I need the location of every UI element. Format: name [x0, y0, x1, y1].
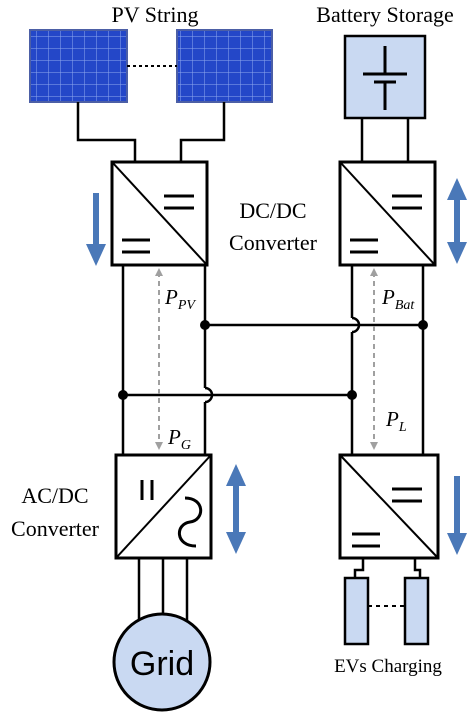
pv-string-label: PV String	[111, 2, 198, 27]
dc-dc-converter-icon	[350, 194, 422, 254]
arrow-updown-icon	[447, 178, 467, 264]
p-pv-label: PPV	[164, 285, 196, 313]
ac-dc-converter	[114, 453, 213, 560]
ac-dc-converter-icon	[140, 480, 203, 548]
ev-battery	[343, 576, 370, 646]
acdc-converter-label-line1: AC/DC	[21, 483, 88, 508]
dcdc-converter-label-line1: DC/DC	[239, 198, 306, 223]
dcdc-converter-label-line2: Converter	[229, 230, 318, 255]
p-g-label: PG	[167, 425, 191, 453]
dc-dc-converter-icon	[352, 487, 422, 548]
solar-panel-icon	[29, 29, 128, 103]
dc-dc-converter-pv	[110, 160, 209, 267]
arrow-down-icon	[447, 476, 467, 555]
ev-battery	[403, 576, 430, 646]
bus-interconnect	[123, 323, 423, 397]
grid-source: Grid	[112, 612, 212, 712]
blue-flow-arrows	[86, 178, 467, 555]
power-flow-arrows	[155, 268, 378, 450]
solar-panel-icon	[176, 29, 273, 103]
ev-wiring	[353, 558, 422, 578]
evs-charging-label: EVs Charging	[334, 656, 442, 677]
arrow-down-icon	[86, 193, 106, 266]
dc-dc-converter-load	[338, 453, 440, 560]
dc-dc-converter-icon	[122, 194, 194, 254]
battery-wiring	[360, 118, 410, 162]
battery-symbol-icon	[363, 46, 407, 110]
pv-wiring	[76, 102, 226, 162]
arrow-updown-icon	[226, 464, 246, 554]
p-l-label: PL	[385, 407, 407, 435]
bus-junction-dots	[118, 320, 428, 400]
p-bat-label: PBat	[381, 285, 415, 313]
battery-storage-unit	[343, 34, 427, 120]
battery-storage-label: Battery Storage	[316, 2, 453, 27]
dc-dc-converter-battery	[338, 160, 437, 267]
grid-label: Grid	[130, 645, 194, 683]
acdc-converter-label-line2: Converter	[11, 516, 100, 541]
grid-wiring	[137, 558, 189, 620]
